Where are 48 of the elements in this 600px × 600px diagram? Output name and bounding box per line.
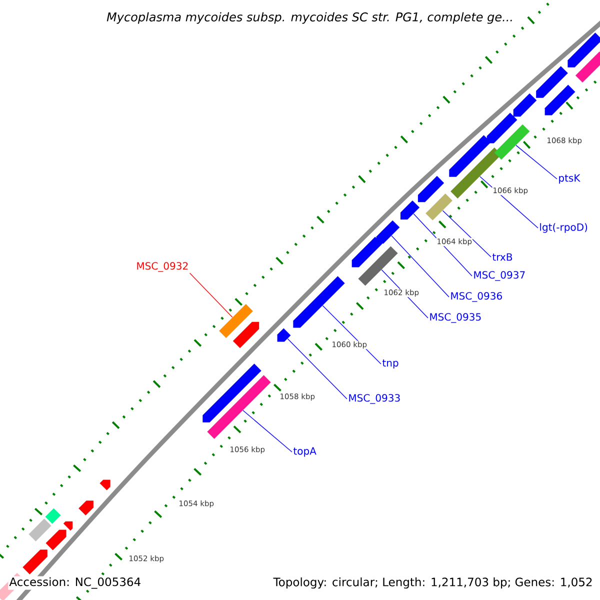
gene-label: MSC_0932	[137, 262, 188, 272]
gene-feature	[575, 51, 600, 83]
leader-line	[442, 210, 492, 258]
gene-feature	[28, 518, 52, 542]
gene-feature	[486, 112, 518, 144]
gene-feature	[544, 84, 576, 116]
gene-feature	[426, 194, 452, 220]
gene-feature	[449, 135, 491, 177]
gene-feature	[100, 480, 110, 490]
gene-feature	[232, 322, 260, 348]
gene-feature	[358, 246, 398, 286]
gene-feature	[277, 328, 291, 342]
gene-label: trxB	[492, 253, 512, 261]
gene-feature	[513, 93, 537, 117]
leader-line	[322, 305, 382, 364]
gene-feature	[78, 500, 94, 516]
gene-feature	[376, 220, 400, 244]
gene-feature	[219, 304, 253, 338]
leader-line	[242, 410, 292, 452]
accession-text: Accession: NC_005364	[8, 576, 142, 590]
gene-label: lgt(-rpoD)	[540, 223, 588, 233]
gene-label: tnp	[382, 359, 398, 369]
gene-feature	[352, 236, 382, 268]
gene-feature	[536, 66, 568, 98]
gene-feature	[202, 364, 262, 422]
gene-feature	[418, 176, 444, 202]
gene-label: MSC_0933	[349, 394, 400, 404]
gene-label: topA	[293, 447, 316, 457]
leader-line	[287, 338, 348, 400]
gene-feature	[494, 124, 530, 160]
gene-feature	[568, 32, 600, 68]
gene-label: MSC_0936	[451, 292, 502, 302]
gene-feature	[400, 200, 420, 220]
gene-feature	[46, 530, 66, 550]
gene-feature	[45, 508, 61, 524]
gene-label: ptsK	[559, 174, 580, 184]
gene-feature	[63, 521, 73, 531]
gene-feature	[207, 375, 271, 439]
summary-text: Topology: circular; Length: 1,211,703 bp; Genes: 1,052	[272, 576, 594, 590]
title: Mycoplasma mycoides subsp. mycoides SC str. PG1, complete ge...	[106, 12, 512, 24]
gene-label: MSC_0935	[430, 313, 481, 323]
gene-label: MSC_0937	[474, 271, 525, 281]
leader-line	[413, 213, 472, 276]
gene-feature	[293, 276, 345, 328]
gene-feature	[22, 550, 48, 574]
leader-line	[391, 235, 450, 298]
leader-line	[516, 144, 558, 180]
leader-line	[189, 272, 233, 318]
